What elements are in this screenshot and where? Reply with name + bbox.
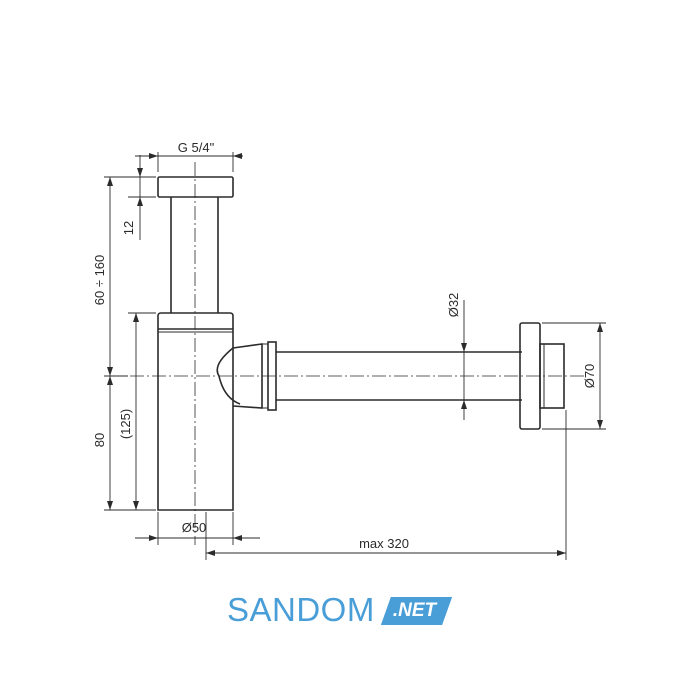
sandom-logo: SANDOM .NET: [227, 590, 452, 630]
flange-diameter-dimension: [542, 322, 606, 430]
thread-dimension: [135, 152, 243, 172]
pipe-diameter-dimension: [461, 300, 467, 420]
body-diameter-label: Ø50: [182, 520, 207, 535]
wall-flange: [519, 322, 565, 430]
adjust-range-dimension: [107, 177, 113, 376]
lower-height-dimension: [107, 376, 113, 510]
flange-diameter-label: Ø70: [582, 364, 597, 389]
body-diameter-dimension: [135, 512, 260, 545]
thread-label: G 5/4": [178, 140, 215, 155]
pipe-diameter-label: Ø32: [446, 293, 461, 318]
outlet-pipe: [276, 351, 522, 401]
body-height-dimension: [133, 313, 139, 510]
cap-height-dimension: [137, 155, 143, 240]
bottle-body: [157, 312, 234, 511]
body-height-label: (125): [118, 409, 133, 439]
brand-tag-badge: .NET: [381, 597, 452, 625]
top-cap: [157, 176, 234, 198]
max-length-label: max 320: [359, 536, 409, 551]
tail-pipe: [170, 197, 219, 313]
adjust-range-label: 60 ÷ 160: [92, 255, 107, 306]
cap-height-label: 12: [121, 221, 136, 235]
max-length-dimension: [205, 410, 567, 560]
brand-tag-text: .NET: [392, 600, 437, 621]
lower-height-label: 80: [92, 433, 107, 447]
brand-name: SANDOM: [227, 591, 375, 628]
elbow-outlet: [216, 341, 277, 411]
